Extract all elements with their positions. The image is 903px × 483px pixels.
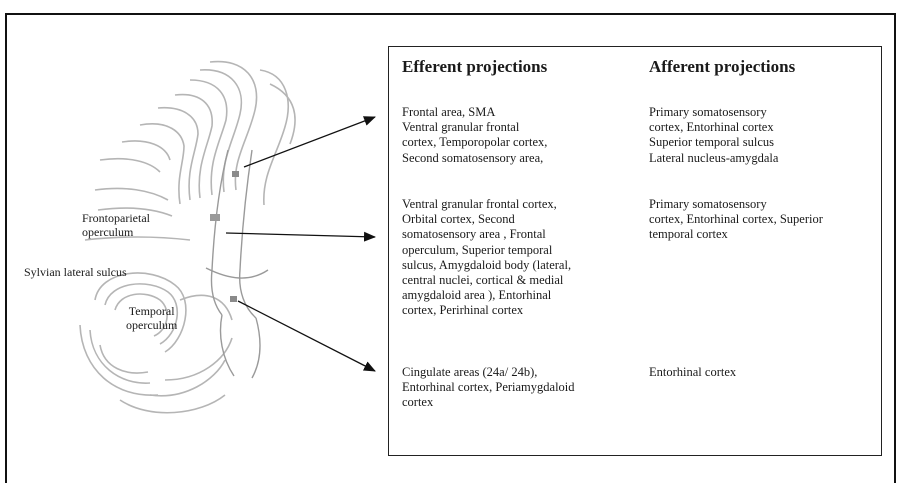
temporal-gyri — [80, 273, 232, 413]
arrow-to-row-2 — [226, 233, 375, 237]
afferent-row-2: Primary somatosensory cortex, Entorhinal… — [649, 197, 874, 243]
efferent-row-2: Ventral granular frontal cortex, Orbital… — [402, 197, 622, 319]
efferent-row-3: Cingulate areas (24a/ 24b), Entorhinal c… — [402, 365, 622, 411]
efferent-row-1: Frontal area, SMA Ventral granular front… — [402, 105, 622, 166]
afferent-row-3: Entorhinal cortex — [649, 365, 874, 380]
projections-table: Efferent projections Afferent projection… — [388, 46, 882, 456]
temporal-label: Temporal operculum — [126, 304, 177, 332]
afferent-header: Afferent projections — [649, 57, 795, 77]
afferent-row-1: Primary somatosensory cortex, Entorhinal… — [649, 105, 874, 166]
sylvian-label: Sylvian lateral sulcus — [24, 265, 127, 279]
site-marker-2 — [210, 214, 220, 221]
insular-cortex — [206, 150, 268, 378]
site-marker-1 — [232, 171, 239, 177]
frontoparietal-label: Frontoparietal operculum — [82, 211, 150, 239]
efferent-header: Efferent projections — [402, 57, 547, 77]
arrow-to-row-1 — [244, 117, 375, 167]
site-marker-3 — [230, 296, 237, 302]
